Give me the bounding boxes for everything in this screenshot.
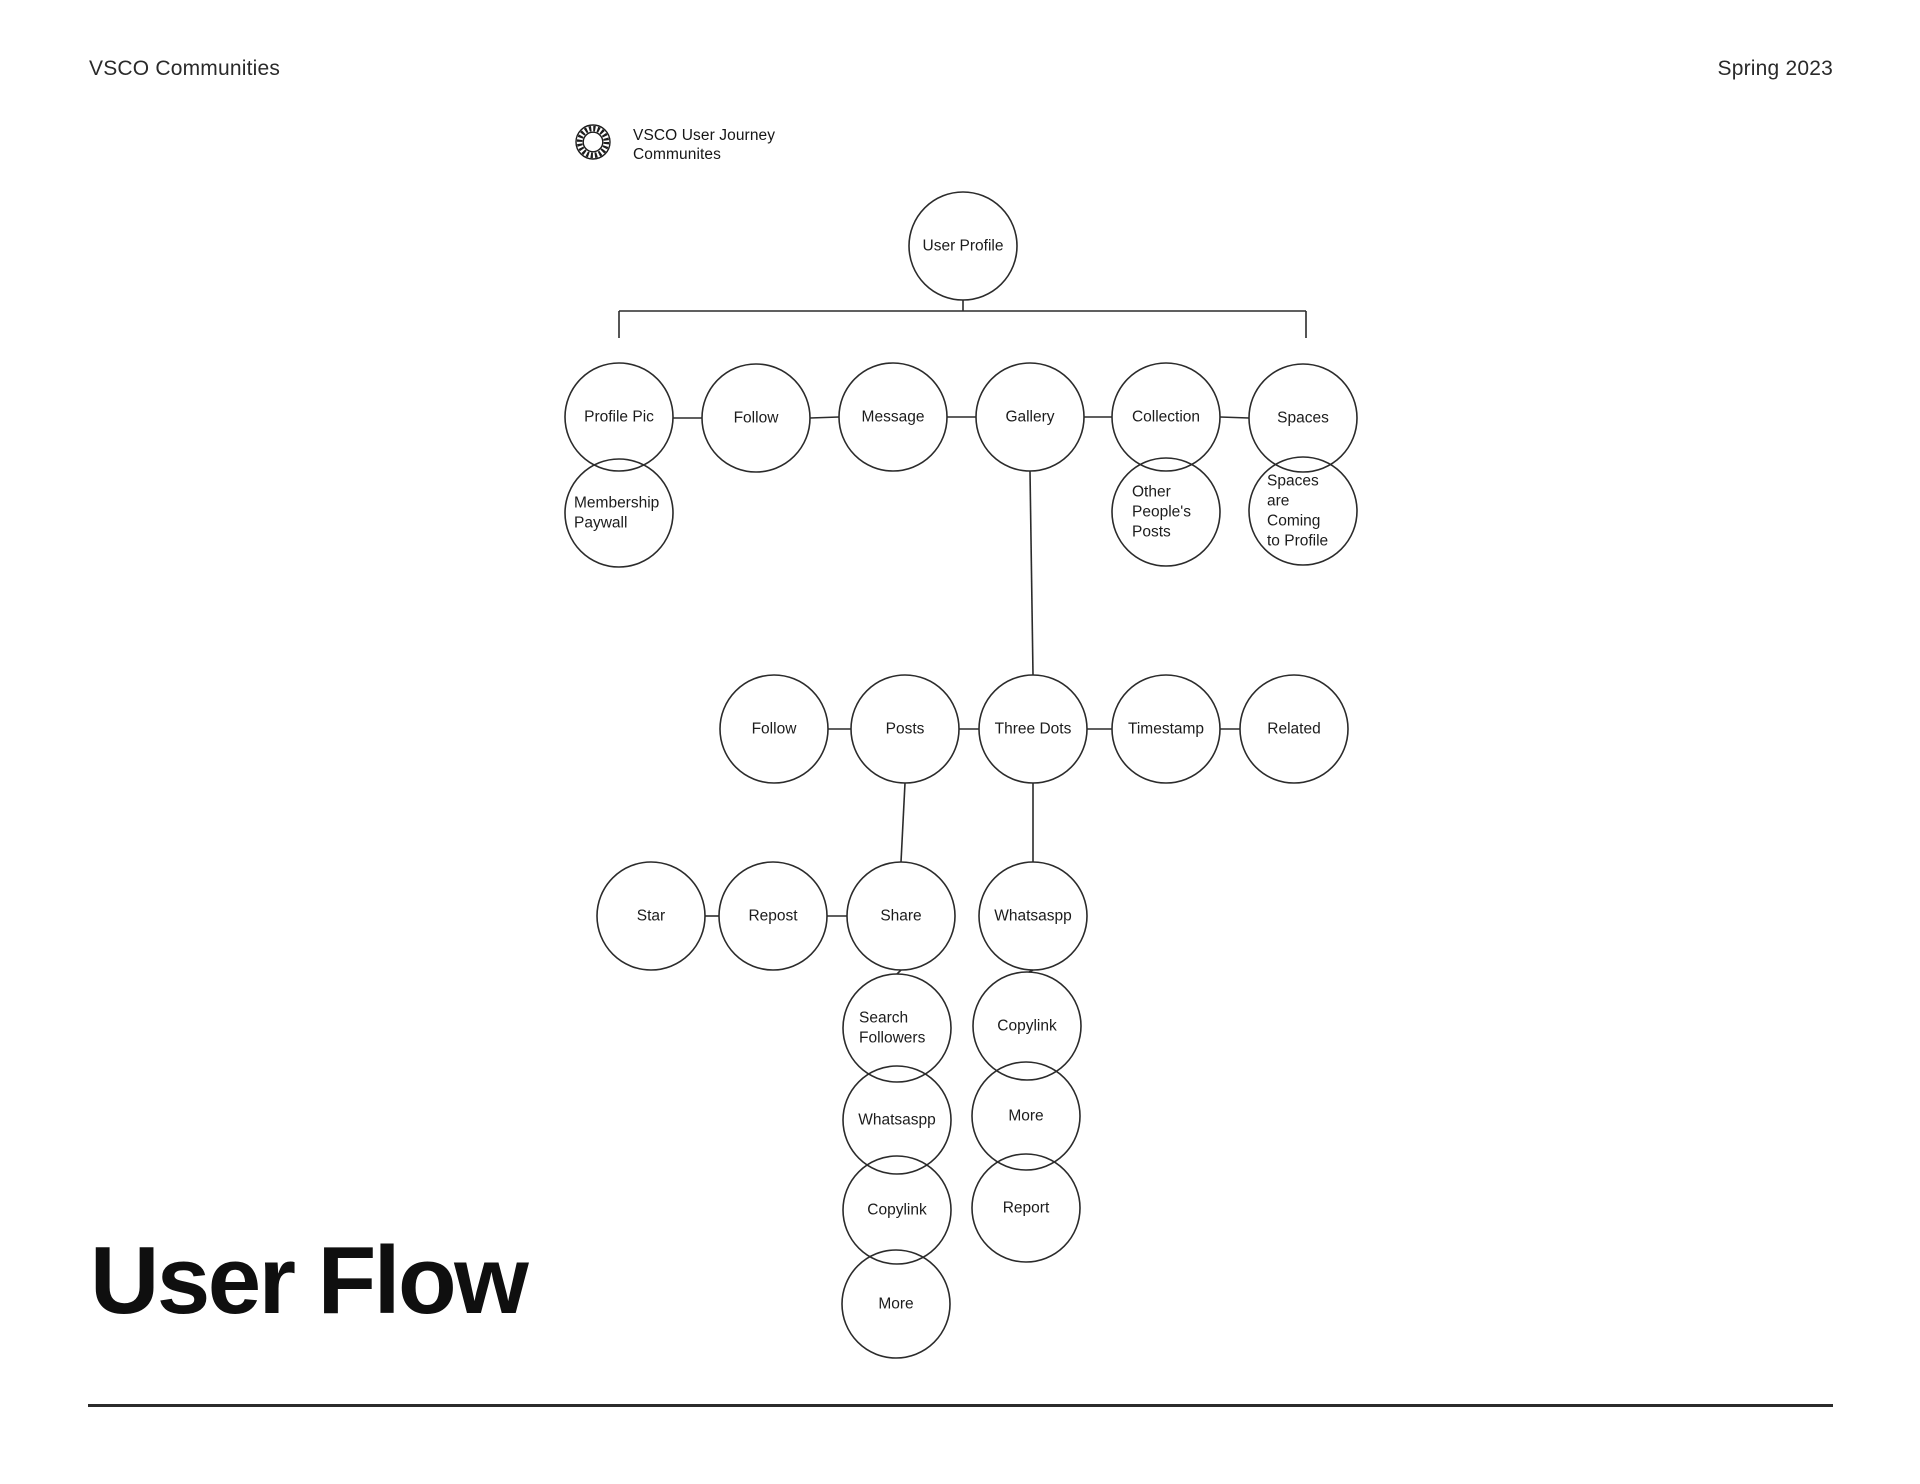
node-label: Profile Pic xyxy=(584,409,654,426)
node-circle xyxy=(719,674,829,784)
node-label: Report xyxy=(1003,1200,1050,1217)
node-label: Collection xyxy=(1132,409,1200,426)
node-circle xyxy=(701,363,811,473)
node-copylink-right: Copylink xyxy=(972,971,1082,1081)
node-gallery: Gallery xyxy=(975,362,1085,472)
node-whatsaspp-left: Whatsaspp xyxy=(842,1065,952,1175)
flow-connector xyxy=(809,416,840,419)
node-label: Share xyxy=(880,908,921,925)
node-label: More xyxy=(1008,1108,1043,1125)
node-circle xyxy=(972,971,1082,1081)
node-label: Gallery xyxy=(1005,409,1054,426)
node-follow-top: Follow xyxy=(701,363,811,473)
node-label: Three Dots xyxy=(995,721,1072,738)
node-posts: Posts xyxy=(850,674,960,784)
legend-caption-line1: VSCO User Journey xyxy=(633,127,776,144)
node-label: User Profile xyxy=(923,238,1004,255)
node-label: Copylink xyxy=(997,1018,1057,1035)
node-follow-mid: Follow xyxy=(719,674,829,784)
node-label: Repost xyxy=(748,908,798,925)
node-circle xyxy=(1239,674,1349,784)
node-circle xyxy=(908,191,1018,301)
node-circle xyxy=(978,674,1088,784)
node-circle xyxy=(971,1153,1081,1263)
node-circle xyxy=(838,362,948,472)
node-three-dots: Three Dots xyxy=(978,674,1088,784)
node-label: Timestamp xyxy=(1128,721,1204,738)
node-circle xyxy=(975,362,1085,472)
node-more-left: More xyxy=(841,1249,951,1359)
node-circle xyxy=(718,861,828,971)
bottom-divider xyxy=(88,1404,1833,1407)
page-title: User Flow xyxy=(90,1227,529,1334)
node-label: Follow xyxy=(752,721,798,738)
node-label: Posts xyxy=(886,721,925,738)
node-circle xyxy=(1111,362,1221,472)
header-date: Spring 2023 xyxy=(1717,57,1833,80)
node-label: Related xyxy=(1267,721,1320,738)
node-circle xyxy=(596,861,706,971)
node-circle xyxy=(564,458,674,568)
node-circle xyxy=(842,1065,952,1175)
node-collection: Collection xyxy=(1111,362,1221,472)
node-label: Star xyxy=(637,908,665,925)
legend-caption: VSCO User Journey Communites xyxy=(633,123,775,164)
legend-caption-line2: Communites xyxy=(633,146,721,163)
node-circle xyxy=(1111,457,1221,567)
node-share: Share xyxy=(846,861,956,971)
node-label: Copylink xyxy=(867,1202,927,1219)
flow-connector xyxy=(900,782,906,863)
header-project-title: VSCO Communities xyxy=(89,57,281,80)
node-report: Report xyxy=(971,1153,1081,1263)
node-circle xyxy=(1248,456,1358,566)
diagram-legend: VSCO User Journey Communites xyxy=(574,123,775,166)
node-profile-pic: Profile Pic xyxy=(564,362,674,472)
node-message: Message xyxy=(838,362,948,472)
node-label: Follow xyxy=(734,410,780,427)
node-circle xyxy=(850,674,960,784)
node-label: Spaces xyxy=(1277,410,1329,427)
node-circle xyxy=(1248,363,1358,473)
node-circle xyxy=(1111,674,1221,784)
vsco-logo-icon xyxy=(574,123,612,166)
node-whatsaspp-right: Whatsaspp xyxy=(978,861,1088,971)
flow-connector xyxy=(1029,470,1034,676)
node-more-right: More xyxy=(971,1061,1081,1171)
node-user-profile: User Profile xyxy=(908,191,1018,301)
node-circle xyxy=(842,973,952,1083)
node-related: Related xyxy=(1239,674,1349,784)
node-circle xyxy=(564,362,674,472)
node-timestamp: Timestamp xyxy=(1111,674,1221,784)
node-circle xyxy=(971,1061,1081,1171)
node-spaces: Spaces xyxy=(1248,363,1358,473)
node-label: More xyxy=(878,1296,913,1313)
node-circle xyxy=(841,1249,951,1359)
node-circle xyxy=(978,861,1088,971)
node-circle xyxy=(846,861,956,971)
node-repost: Repost xyxy=(718,861,828,971)
node-circle xyxy=(842,1155,952,1265)
node-star: Star xyxy=(596,861,706,971)
node-label: Whatsaspp xyxy=(994,908,1072,925)
node-label: Whatsaspp xyxy=(858,1112,936,1129)
node-label: Message xyxy=(862,409,925,426)
flow-connector xyxy=(1219,416,1250,419)
node-copylink-left: Copylink xyxy=(842,1155,952,1265)
